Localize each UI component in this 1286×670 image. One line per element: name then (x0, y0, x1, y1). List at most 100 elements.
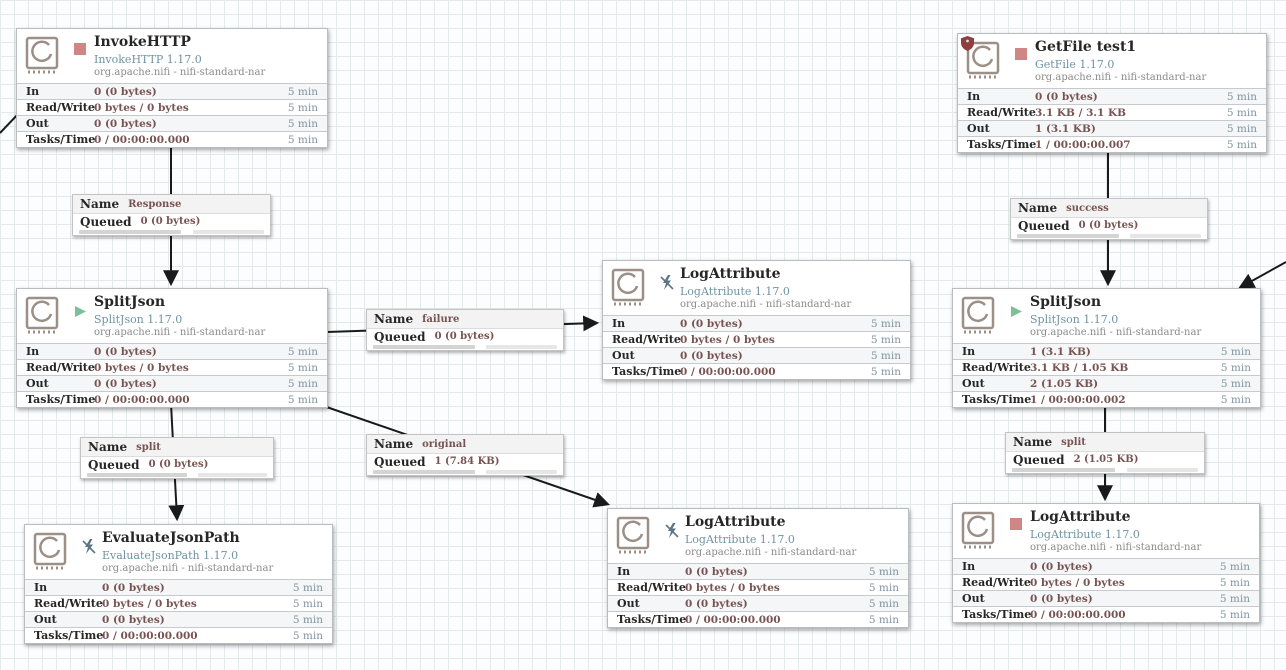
processor-type: SplitJson 1.17.0 (1030, 313, 1119, 326)
processor-name: EvaluateJsonPath (102, 530, 240, 546)
processor-stamp-icon (610, 267, 650, 311)
stat-value: 0 bytes / 0 bytes (94, 361, 189, 374)
processor-stamp-icon (960, 295, 1000, 339)
queue-size-bar (1130, 234, 1201, 238)
processor-name: LogAttribute (685, 514, 786, 530)
processor-stamp-icon (960, 510, 1000, 554)
processor-logattribute-right[interactable]: LogAttribute LogAttribute 1.17.0 org.apa… (952, 503, 1260, 623)
stat-window: 5 min (1220, 361, 1251, 374)
name-label: Name (374, 437, 414, 451)
stat-label: Out (617, 597, 640, 610)
queue-size-bar (486, 470, 557, 474)
processor-type: LogAttribute 1.17.0 (680, 285, 790, 298)
stat-window: 5 min (870, 349, 901, 362)
processor-evaluatejsonpath[interactable]: EvaluateJsonPath EvaluateJsonPath 1.17.0… (24, 524, 333, 644)
processor-stamp-icon (24, 35, 64, 79)
queue-size-bar (193, 230, 264, 234)
stat-value: 0 (0 bytes) (94, 117, 157, 130)
processor-invokehttp[interactable]: InvokeHTTP InvokeHTTP 1.17.0 org.apache.… (16, 28, 328, 148)
stat-window: 5 min (287, 101, 318, 114)
stat-value: 0 (0 bytes) (680, 317, 743, 330)
processor-header: SplitJson SplitJson 1.17.0 org.apache.ni… (953, 289, 1260, 343)
queue-count-bar (1017, 234, 1119, 238)
stat-value: 0 (0 bytes) (102, 613, 165, 626)
queue-count-bar (87, 473, 187, 477)
stat-label: Read/Write (617, 581, 686, 594)
stopped-icon (1010, 518, 1023, 531)
stopped-icon (1015, 48, 1028, 61)
stat-value: 0 (0 bytes) (102, 581, 165, 594)
queued-label: Queued (1013, 452, 1065, 467)
stat-value: 0 bytes / 0 bytes (680, 333, 775, 346)
queue-bars (81, 472, 273, 478)
stat-window: 5 min (1226, 90, 1257, 103)
stat-label: Out (962, 592, 985, 605)
stat-label: In (962, 560, 976, 573)
queued-value: 0 (0 bytes) (148, 459, 209, 470)
processor-stamp-icon (615, 515, 655, 559)
connection-line-incoming-right[interactable] (1238, 261, 1286, 289)
queue-bars (1011, 233, 1207, 239)
stat-label: Tasks/Time (962, 608, 1032, 621)
processor-bundle: org.apache.nifi - nifi-standard-nar (94, 327, 266, 338)
processor-type: LogAttribute 1.17.0 (1030, 528, 1140, 541)
processor-splitjson-left[interactable]: SplitJson SplitJson 1.17.0 org.apache.ni… (16, 288, 328, 408)
stat-label: In (962, 345, 976, 358)
processor-type: EvaluateJsonPath 1.17.0 (102, 549, 239, 562)
processor-getfile-test1[interactable]: GetFile test1 GetFile 1.17.0 org.apache.… (957, 33, 1267, 153)
connection-name: Response (128, 198, 182, 210)
queued-value: 2 (1.05 KB) (1073, 454, 1139, 465)
stat-label: In (617, 565, 631, 578)
processor-bundle: org.apache.nifi - nifi-standard-nar (1030, 542, 1202, 553)
queued-label: Queued (374, 454, 426, 469)
stat-label: Read/Write (612, 333, 681, 346)
processor-bundle: org.apache.nifi - nifi-standard-nar (102, 563, 274, 574)
stat-label: In (34, 581, 48, 594)
stat-label: Out (34, 613, 57, 626)
stat-label: In (26, 345, 40, 358)
processor-bundle: org.apache.nifi - nifi-standard-nar (1030, 327, 1202, 338)
stat-window: 5 min (287, 377, 318, 390)
processor-header: LogAttribute LogAttribute 1.17.0 org.apa… (953, 504, 1259, 558)
name-label: Name (374, 312, 414, 326)
processor-logattribute-middle[interactable]: LogAttribute LogAttribute 1.17.0 org.apa… (607, 508, 909, 628)
queued-label: Queued (374, 329, 426, 344)
disabled-icon (82, 539, 96, 554)
stat-window: 5 min (292, 613, 323, 626)
stat-window: 5 min (287, 345, 318, 358)
running-icon (1010, 303, 1023, 317)
stat-value: 0 / 00:00:00.000 (1030, 608, 1126, 621)
stat-label: Tasks/Time (26, 393, 96, 406)
processor-logattribute-top[interactable]: LogAttribute LogAttribute 1.17.0 org.apa… (602, 260, 911, 380)
connection-name: failure (422, 313, 460, 325)
stat-value: 0 bytes / 0 bytes (685, 581, 780, 594)
processor-splitjson-right[interactable]: SplitJson SplitJson 1.17.0 org.apache.ni… (952, 288, 1261, 408)
stat-value: 0 (0 bytes) (94, 345, 157, 358)
processor-name: GetFile test1 (1035, 39, 1137, 55)
